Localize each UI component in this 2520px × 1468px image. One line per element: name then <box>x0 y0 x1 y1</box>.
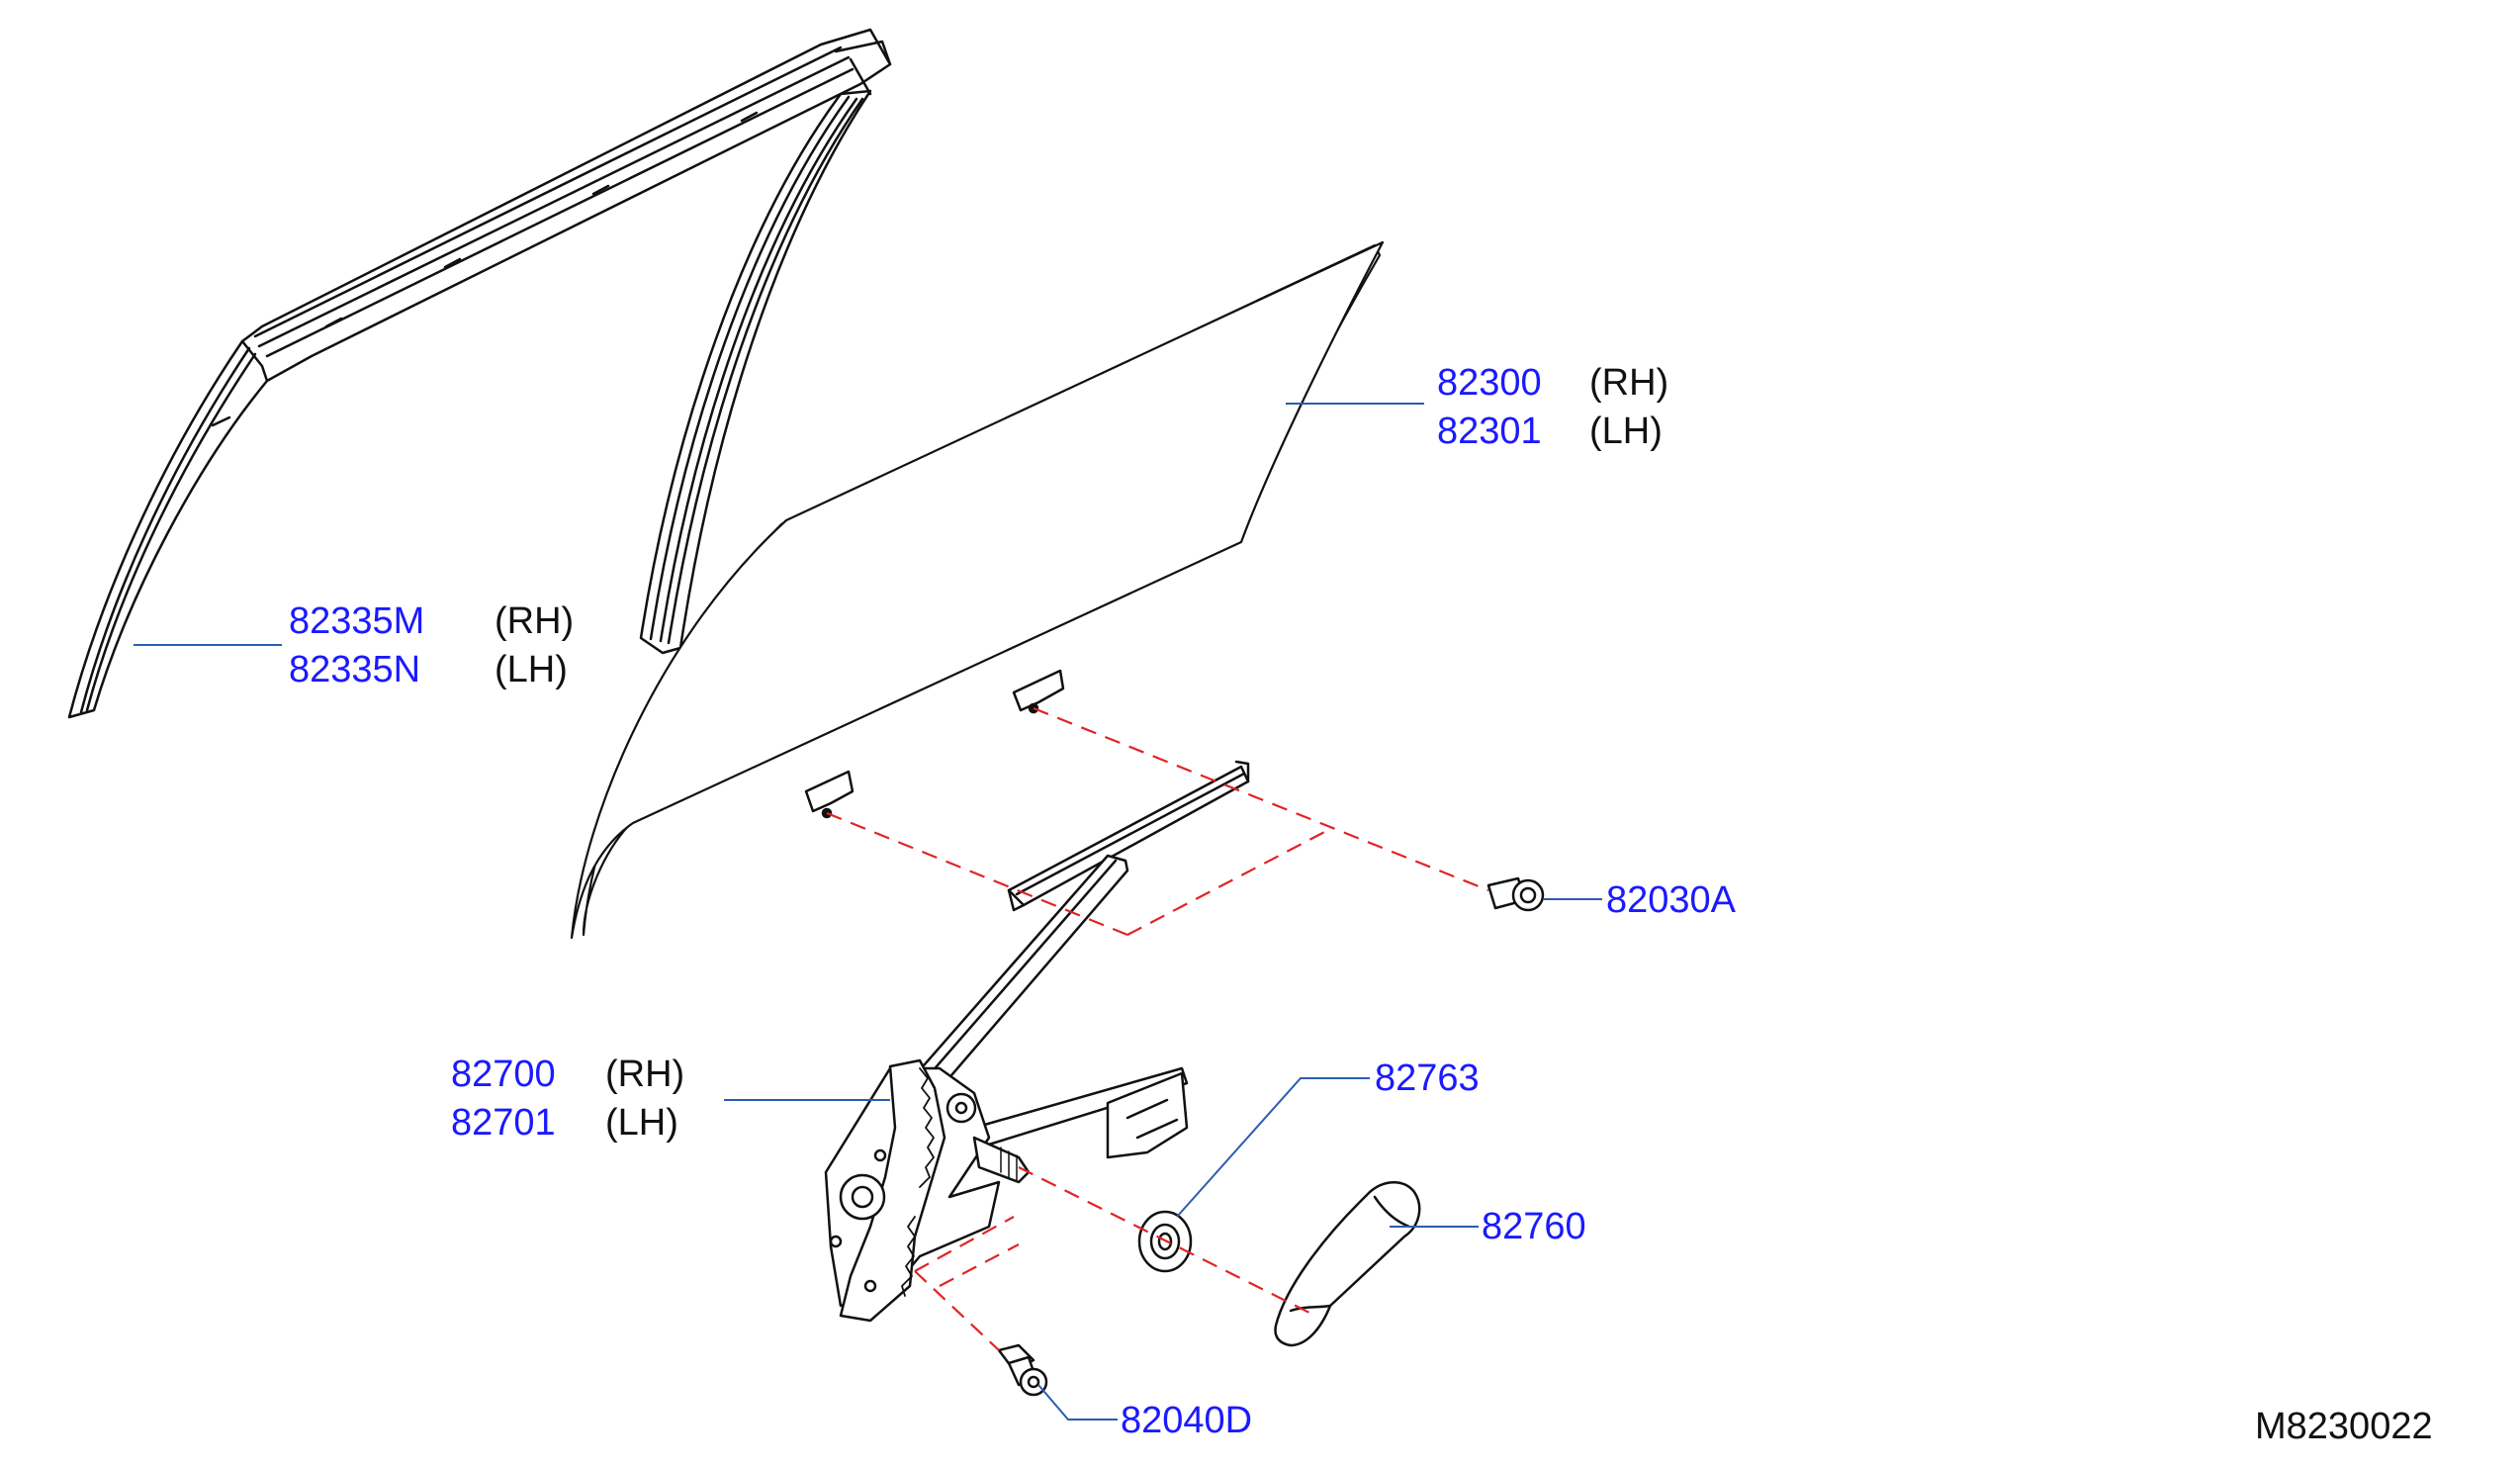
bolt <box>1486 876 1545 912</box>
regulator-lh-part-number[interactable]: 82701 <box>451 1102 556 1144</box>
screw-part-number[interactable]: 82040D <box>1121 1400 1253 1441</box>
sash-lh-side: (LH) <box>495 649 568 690</box>
handle-part-number[interactable]: 82760 <box>1482 1206 1586 1247</box>
diagram-reference-code: M8230022 <box>2255 1406 2433 1447</box>
sash-lh-part-number[interactable]: 82335N <box>289 649 421 690</box>
window-regulator <box>824 760 1250 1323</box>
assembly-dash-lines <box>826 706 1489 1351</box>
escutcheon-part-number[interactable]: 82763 <box>1375 1057 1480 1099</box>
bolt-part-number[interactable]: 82030A <box>1606 879 1737 921</box>
screw <box>997 1343 1048 1397</box>
sash-rh-side: (RH) <box>495 600 575 642</box>
glass-lh-side: (LH) <box>1589 411 1663 452</box>
glass-rh-part-number[interactable]: 82300 <box>1437 362 1542 404</box>
regulator-lh-side: (LH) <box>605 1102 678 1144</box>
door-glass <box>570 240 1385 940</box>
regulator-rh-part-number[interactable]: 82700 <box>451 1054 556 1095</box>
glass-lh-part-number[interactable]: 82301 <box>1437 411 1542 452</box>
sash-rh-part-number[interactable]: 82335M <box>289 600 425 642</box>
glass-rh-side: (RH) <box>1589 362 1669 404</box>
regulator-rh-side: (RH) <box>605 1054 685 1095</box>
leader-lines <box>134 403 1602 1421</box>
door-sash-channel <box>67 28 892 719</box>
window-handle <box>1274 1181 1421 1347</box>
